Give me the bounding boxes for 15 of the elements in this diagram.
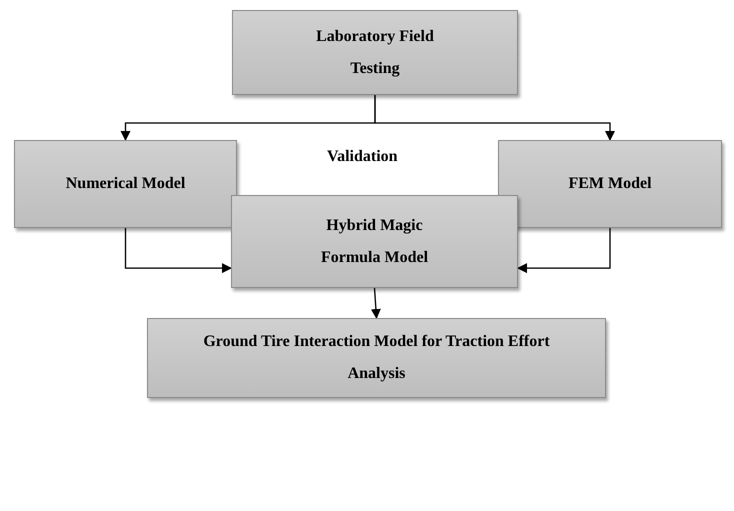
process-box	[14, 140, 237, 228]
box-label: Laboratory Field Testing	[315, 26, 435, 78]
process-box	[232, 10, 518, 95]
process-box	[147, 318, 606, 398]
box-label: Numerical Model	[64, 174, 186, 194]
process-box	[231, 195, 518, 288]
arrow	[124, 228, 232, 274]
arrow	[374, 95, 615, 141]
box-label: FEM Model	[567, 174, 653, 194]
arrow	[517, 228, 611, 274]
arrow	[370, 288, 381, 319]
box-label: Hybrid Magic Formula Model	[320, 216, 430, 268]
process-box	[498, 140, 722, 228]
edge-note: Validation	[327, 148, 398, 166]
box-label: Ground Tire Interaction Model for Traction Effort Analysis	[202, 332, 551, 384]
